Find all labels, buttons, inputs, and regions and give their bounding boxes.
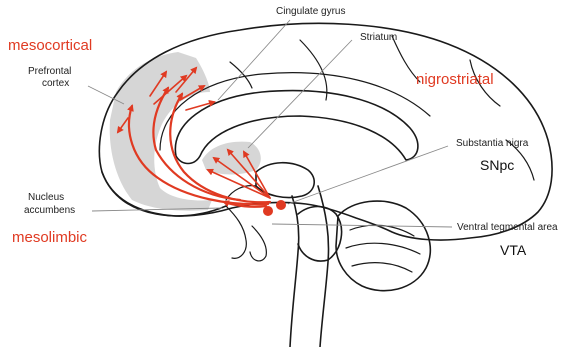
prefrontal-cortex-label-line1: Prefrontal — [28, 66, 71, 77]
optic-chiasm — [226, 206, 246, 258]
vta-label: Ventral tegmental area — [457, 222, 558, 233]
vta-nucleus — [263, 206, 273, 216]
brainstem — [290, 186, 329, 347]
cingulate-gyrus-label: Cingulate gyrus — [276, 6, 345, 17]
mesocortical-label: mesocortical — [8, 37, 92, 54]
nucleus-accumbens-label-line1: Nucleus — [28, 192, 64, 203]
vta-abbreviation: VTA — [500, 242, 527, 258]
cerebellum-folia-2 — [346, 243, 420, 254]
snpc-abbreviation: SNpc — [480, 157, 514, 173]
cerebellum — [336, 201, 430, 291]
cerebellum-folia-3 — [352, 263, 412, 272]
substantia-nigra-nucleus — [276, 200, 286, 210]
nucleus-accumbens-label-line2: accumbens — [24, 205, 75, 216]
mesolimbic-label: mesolimbic — [12, 229, 88, 246]
pons — [298, 207, 342, 262]
prefrontal-cortex-label-line2: cortex — [42, 78, 69, 89]
nigrostriatal-label: nigrostriatal — [416, 71, 494, 88]
pituitary — [250, 226, 266, 261]
substantia-nigra-label: Substantia nigra — [456, 138, 529, 149]
striatum-label: Striatum — [360, 32, 397, 43]
